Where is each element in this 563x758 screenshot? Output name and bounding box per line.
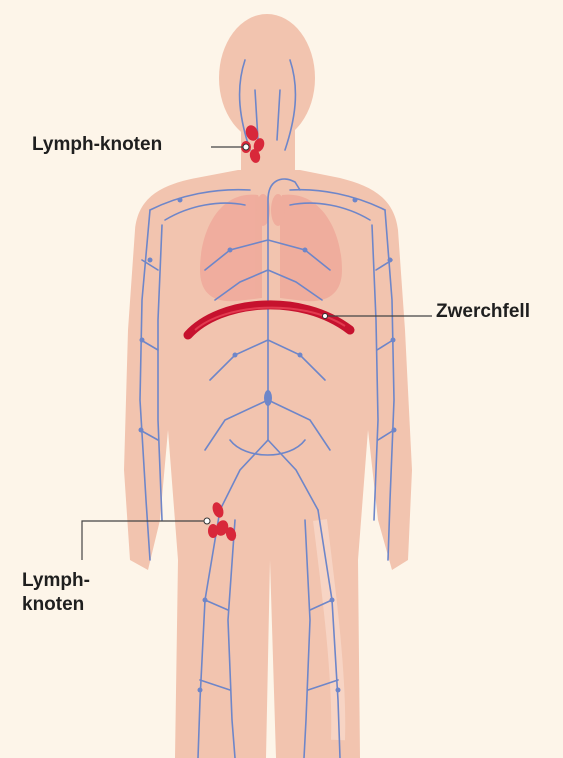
diaphragm-marker [323,314,328,319]
groin-lymph-node-label: Lymph- knoten [22,569,90,617]
groin-node-marker [204,518,210,524]
groin-label-line-1: Lymph- [22,569,90,593]
neck-node-marker [243,144,249,150]
diaphragm-label: Zwerchfell [436,300,530,324]
groin-label-line-2: knoten [22,593,90,617]
neck-lymph-node-label: Lymph-knoten [32,133,162,157]
